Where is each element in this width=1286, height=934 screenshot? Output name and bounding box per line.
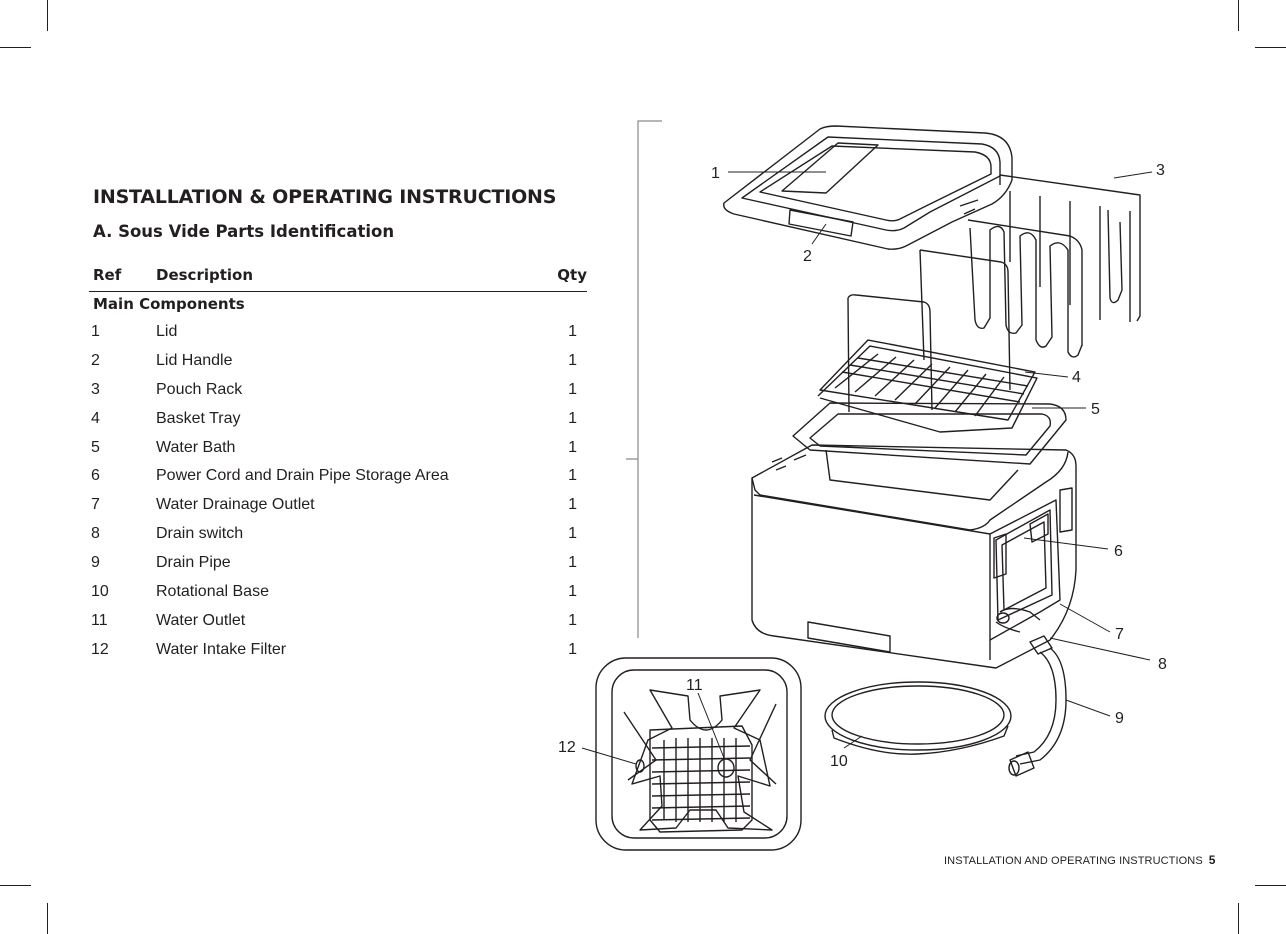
part-description: Water Drainage Outlet bbox=[156, 496, 315, 514]
part-qty: 1 bbox=[568, 467, 577, 485]
rotational-base-drawing bbox=[824, 681, 1012, 755]
part-qty: 1 bbox=[568, 380, 577, 398]
part-ref: 11 bbox=[91, 611, 108, 629]
part-ref: 4 bbox=[91, 409, 100, 427]
part-description: Water Intake Filter bbox=[156, 640, 287, 658]
crop-mark-top-right-v bbox=[1238, 0, 1239, 31]
footer-text: INSTALLATION AND OPERATING INSTRUCTIONS bbox=[944, 855, 1203, 867]
part-ref: 9 bbox=[91, 554, 100, 572]
part-ref: 3 bbox=[91, 380, 100, 398]
table-row: 7 Water Drainage Outlet 1 bbox=[89, 492, 587, 521]
part-qty: 1 bbox=[568, 351, 577, 369]
part-qty: 1 bbox=[568, 323, 577, 340]
part-description: Lid Handle bbox=[156, 351, 233, 369]
part-qty: 1 bbox=[568, 611, 577, 629]
table-row: 11 Water Outlet 1 bbox=[89, 608, 587, 637]
part-ref: 1 bbox=[91, 323, 100, 340]
leader-lines bbox=[581, 171, 1153, 765]
callout-8: 8 bbox=[1158, 656, 1167, 673]
basket-tray-drawing bbox=[817, 249, 1038, 433]
part-qty: 1 bbox=[568, 640, 577, 658]
crop-mark-bottom-left-h bbox=[0, 885, 31, 886]
part-ref: 10 bbox=[91, 583, 109, 601]
part-qty: 1 bbox=[568, 438, 577, 456]
callout-2: 2 bbox=[803, 248, 812, 265]
part-ref: 8 bbox=[91, 525, 100, 543]
crop-mark-bottom-right-h bbox=[1255, 885, 1286, 886]
column-header-qty: Qty bbox=[557, 266, 587, 284]
part-description: Power Cord and Drain Pipe Storage Area bbox=[156, 467, 449, 485]
part-ref: 5 bbox=[91, 438, 100, 456]
part-description: Water Bath bbox=[156, 438, 236, 456]
callout-11: 11 bbox=[686, 677, 703, 694]
section-subtitle: A. Sous Vide Parts Identification bbox=[93, 222, 395, 241]
part-description: Basket Tray bbox=[156, 409, 241, 427]
group-label-row: Main Components bbox=[89, 292, 587, 319]
page-number: 5 bbox=[1208, 853, 1216, 867]
part-description: Water Outlet bbox=[156, 611, 246, 629]
callout-3: 3 bbox=[1156, 162, 1165, 179]
table-row: 5 Water Bath 1 bbox=[89, 435, 587, 464]
base-unit-drawing bbox=[751, 444, 1077, 669]
column-header-description: Description bbox=[156, 266, 254, 284]
table-row: 4 Basket Tray 1 bbox=[89, 406, 587, 435]
part-qty: 1 bbox=[568, 554, 577, 572]
page-title: INSTALLATION & OPERATING INSTRUCTIONS bbox=[93, 186, 557, 208]
diagram-bracket bbox=[626, 120, 662, 638]
table-row: 3 Pouch Rack 1 bbox=[89, 377, 587, 406]
table-row: 10 Rotational Base 1 bbox=[89, 579, 587, 608]
table-row: 2 Lid Handle 1 bbox=[89, 348, 587, 377]
callout-12: 12 bbox=[558, 739, 576, 756]
part-description: Pouch Rack bbox=[156, 380, 243, 398]
part-description: Rotational Base bbox=[156, 583, 269, 601]
water-bath-drawing bbox=[792, 402, 1067, 501]
part-qty: 1 bbox=[568, 496, 577, 514]
part-description: Lid bbox=[156, 323, 178, 340]
crop-mark-bottom-right-v bbox=[1238, 903, 1239, 934]
table-row: 8 Drain switch 1 bbox=[89, 521, 587, 550]
part-qty: 1 bbox=[568, 583, 577, 601]
crop-mark-top-left-v bbox=[47, 0, 48, 31]
part-qty: 1 bbox=[568, 409, 577, 427]
parts-table-header: Ref Description Qty bbox=[89, 266, 587, 292]
callout-6: 6 bbox=[1114, 543, 1123, 560]
crop-mark-top-left-h bbox=[0, 47, 31, 48]
callout-5: 5 bbox=[1091, 401, 1100, 418]
callout-10: 10 bbox=[830, 753, 848, 770]
callout-4: 4 bbox=[1072, 369, 1081, 386]
part-qty: 1 bbox=[568, 525, 577, 543]
callout-7: 7 bbox=[1115, 626, 1124, 643]
callout-9: 9 bbox=[1115, 710, 1124, 727]
pouch-rack-drawing bbox=[967, 174, 1141, 358]
inset-bottom-view-drawing bbox=[595, 657, 802, 851]
part-ref: 12 bbox=[91, 640, 109, 658]
table-row: 6 Power Cord and Drain Pipe Storage Area 1 bbox=[89, 463, 587, 492]
part-ref: 7 bbox=[91, 496, 100, 514]
part-ref: 6 bbox=[91, 467, 100, 485]
table-row: 1 Lid 1 bbox=[89, 319, 587, 348]
table-row: 9 Drain Pipe 1 bbox=[89, 550, 587, 579]
table-row: 12 Water Intake Filter 1 bbox=[89, 637, 587, 666]
group-label: Main Components bbox=[93, 295, 245, 313]
lid-drawing bbox=[723, 125, 1013, 250]
crop-mark-top-right-h bbox=[1255, 47, 1286, 48]
crop-mark-bottom-left-v bbox=[47, 903, 48, 934]
part-description: Drain Pipe bbox=[156, 554, 231, 572]
column-header-ref: Ref bbox=[93, 266, 122, 284]
callout-1: 1 bbox=[711, 165, 720, 182]
part-ref: 2 bbox=[91, 351, 100, 369]
page-footer: INSTALLATION AND OPERATING INSTRUCTIONS 5 bbox=[944, 853, 1216, 867]
part-description: Drain switch bbox=[156, 525, 244, 543]
